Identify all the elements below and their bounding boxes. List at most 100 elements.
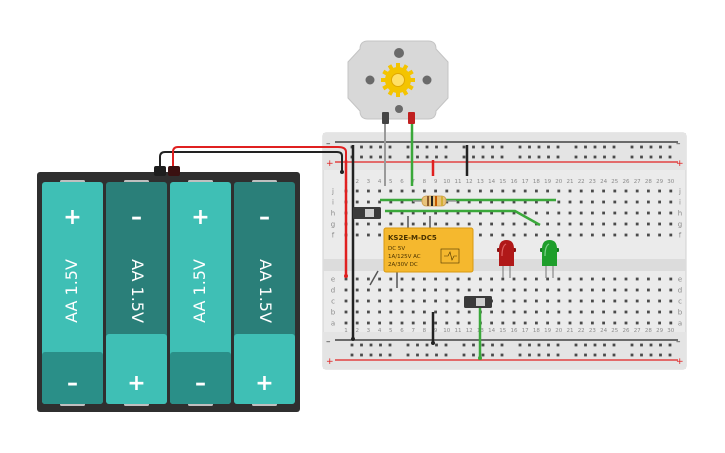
breadboard-hole[interactable] [411, 310, 415, 314]
breadboard-hole[interactable] [512, 299, 516, 303]
breadboard-hole[interactable] [456, 310, 460, 314]
breadboard-hole[interactable] [546, 189, 549, 193]
breadboard-hole[interactable] [568, 299, 572, 303]
breadboard-hole[interactable] [490, 222, 493, 226]
breadboard-hole[interactable] [435, 155, 438, 159]
breadboard-hole[interactable] [647, 233, 650, 237]
breadboard-hole[interactable] [647, 200, 650, 204]
breadboard-hole[interactable] [512, 211, 516, 215]
breadboard-hole[interactable] [518, 343, 522, 347]
breadboard-hole[interactable] [649, 343, 653, 347]
breadboard-hole[interactable] [389, 277, 393, 281]
breadboard-hole[interactable] [406, 145, 410, 149]
breadboard-hole[interactable] [649, 353, 653, 357]
breadboard-hole[interactable] [613, 189, 617, 193]
breadboard-hole[interactable] [669, 277, 673, 281]
breadboard-hole[interactable] [501, 211, 505, 215]
green-led[interactable] [540, 240, 559, 266]
breadboard-hole[interactable] [647, 189, 650, 193]
breadboard-hole[interactable] [647, 211, 650, 215]
breadboard-hole[interactable] [568, 310, 572, 314]
breadboard-hole[interactable] [537, 155, 541, 159]
breadboard-hole[interactable] [501, 189, 505, 193]
breadboard-hole[interactable] [613, 222, 617, 226]
breadboard-hole[interactable] [556, 343, 560, 347]
breadboard-hole[interactable] [445, 200, 449, 204]
breadboard-hole[interactable] [649, 145, 653, 149]
breadboard-hole[interactable] [546, 288, 549, 292]
breadboard-hole[interactable] [537, 353, 541, 357]
breadboard-hole[interactable] [556, 155, 560, 159]
breadboard-hole[interactable] [512, 288, 516, 292]
breadboard-hole[interactable] [593, 353, 597, 357]
breadboard-hole[interactable] [602, 233, 605, 237]
slide-switch-bottom-knob[interactable] [476, 298, 485, 306]
breadboard-hole[interactable] [434, 299, 437, 303]
breadboard-hole[interactable] [501, 222, 505, 226]
breadboard-hole[interactable] [501, 233, 505, 237]
breadboard-hole[interactable] [500, 145, 504, 149]
breadboard-hole[interactable] [624, 277, 628, 281]
breadboard-hole[interactable] [649, 155, 653, 159]
breadboard-hole[interactable] [423, 222, 426, 226]
breadboard-hole[interactable] [579, 277, 583, 281]
breadboard-hole[interactable] [378, 200, 381, 204]
breadboard-hole[interactable] [379, 145, 382, 149]
breadboard-hole[interactable] [624, 321, 628, 325]
breadboard-hole[interactable] [400, 299, 404, 303]
breadboard-hole[interactable] [574, 353, 578, 357]
breadboard-hole[interactable] [462, 343, 466, 347]
breadboard-hole[interactable] [416, 343, 419, 347]
breadboard-hole[interactable] [557, 277, 561, 281]
breadboard-hole[interactable] [479, 211, 482, 215]
breadboard-hole[interactable] [635, 288, 639, 292]
breadboard-hole[interactable] [535, 288, 538, 292]
breadboard-hole[interactable] [602, 277, 605, 281]
breadboard-hole[interactable] [500, 343, 504, 347]
breadboard-hole[interactable] [669, 233, 673, 237]
breadboard-hole[interactable] [568, 211, 572, 215]
breadboard-hole[interactable] [501, 200, 505, 204]
breadboard-hole[interactable] [479, 233, 482, 237]
breadboard-hole[interactable] [472, 155, 475, 159]
breadboard-hole[interactable] [624, 299, 628, 303]
breadboard-hole[interactable] [528, 353, 531, 357]
breadboard-hole[interactable] [423, 288, 426, 292]
breadboard-hole[interactable] [490, 321, 493, 325]
breadboard-hole[interactable] [668, 155, 672, 159]
breadboard-hole[interactable] [537, 343, 541, 347]
breadboard-hole[interactable] [400, 200, 404, 204]
breadboard-hole[interactable] [490, 233, 493, 237]
breadboard-hole[interactable] [557, 189, 561, 193]
breadboard-hole[interactable] [546, 321, 549, 325]
breadboard-hole[interactable] [479, 222, 482, 226]
breadboard-hole[interactable] [579, 321, 583, 325]
breadboard-hole[interactable] [568, 200, 572, 204]
breadboard-hole[interactable] [518, 353, 522, 357]
breadboard-hole[interactable] [512, 200, 516, 204]
breadboard-hole[interactable] [647, 277, 650, 281]
breadboard-hole[interactable] [462, 145, 466, 149]
breadboard-hole[interactable] [355, 189, 359, 193]
breadboard-hole[interactable] [445, 288, 449, 292]
breadboard-hole[interactable] [501, 277, 505, 281]
battery-pack[interactable]: +–AA 1.5V–+AA 1.5V+–AA 1.5V–+AA 1.5V [37, 166, 300, 412]
breadboard-hole[interactable] [490, 189, 493, 193]
breadboard-hole[interactable] [462, 353, 466, 357]
breadboard-hole[interactable] [423, 310, 426, 314]
breadboard-hole[interactable] [547, 353, 550, 357]
breadboard-hole[interactable] [635, 211, 639, 215]
breadboard-hole[interactable] [547, 155, 550, 159]
breadboard-hole[interactable] [425, 343, 429, 347]
breadboard-hole[interactable] [344, 277, 348, 281]
breadboard-hole[interactable] [501, 321, 505, 325]
slide-switch-bottom[interactable] [464, 296, 492, 308]
breadboard-hole[interactable] [613, 211, 617, 215]
breadboard-hole[interactable] [557, 233, 561, 237]
breadboard-hole[interactable] [547, 145, 550, 149]
breadboard-hole[interactable] [535, 277, 538, 281]
breadboard-hole[interactable] [602, 189, 605, 193]
breadboard-hole[interactable] [528, 343, 531, 347]
breadboard-hole[interactable] [584, 343, 587, 347]
breadboard-hole[interactable] [388, 145, 392, 149]
